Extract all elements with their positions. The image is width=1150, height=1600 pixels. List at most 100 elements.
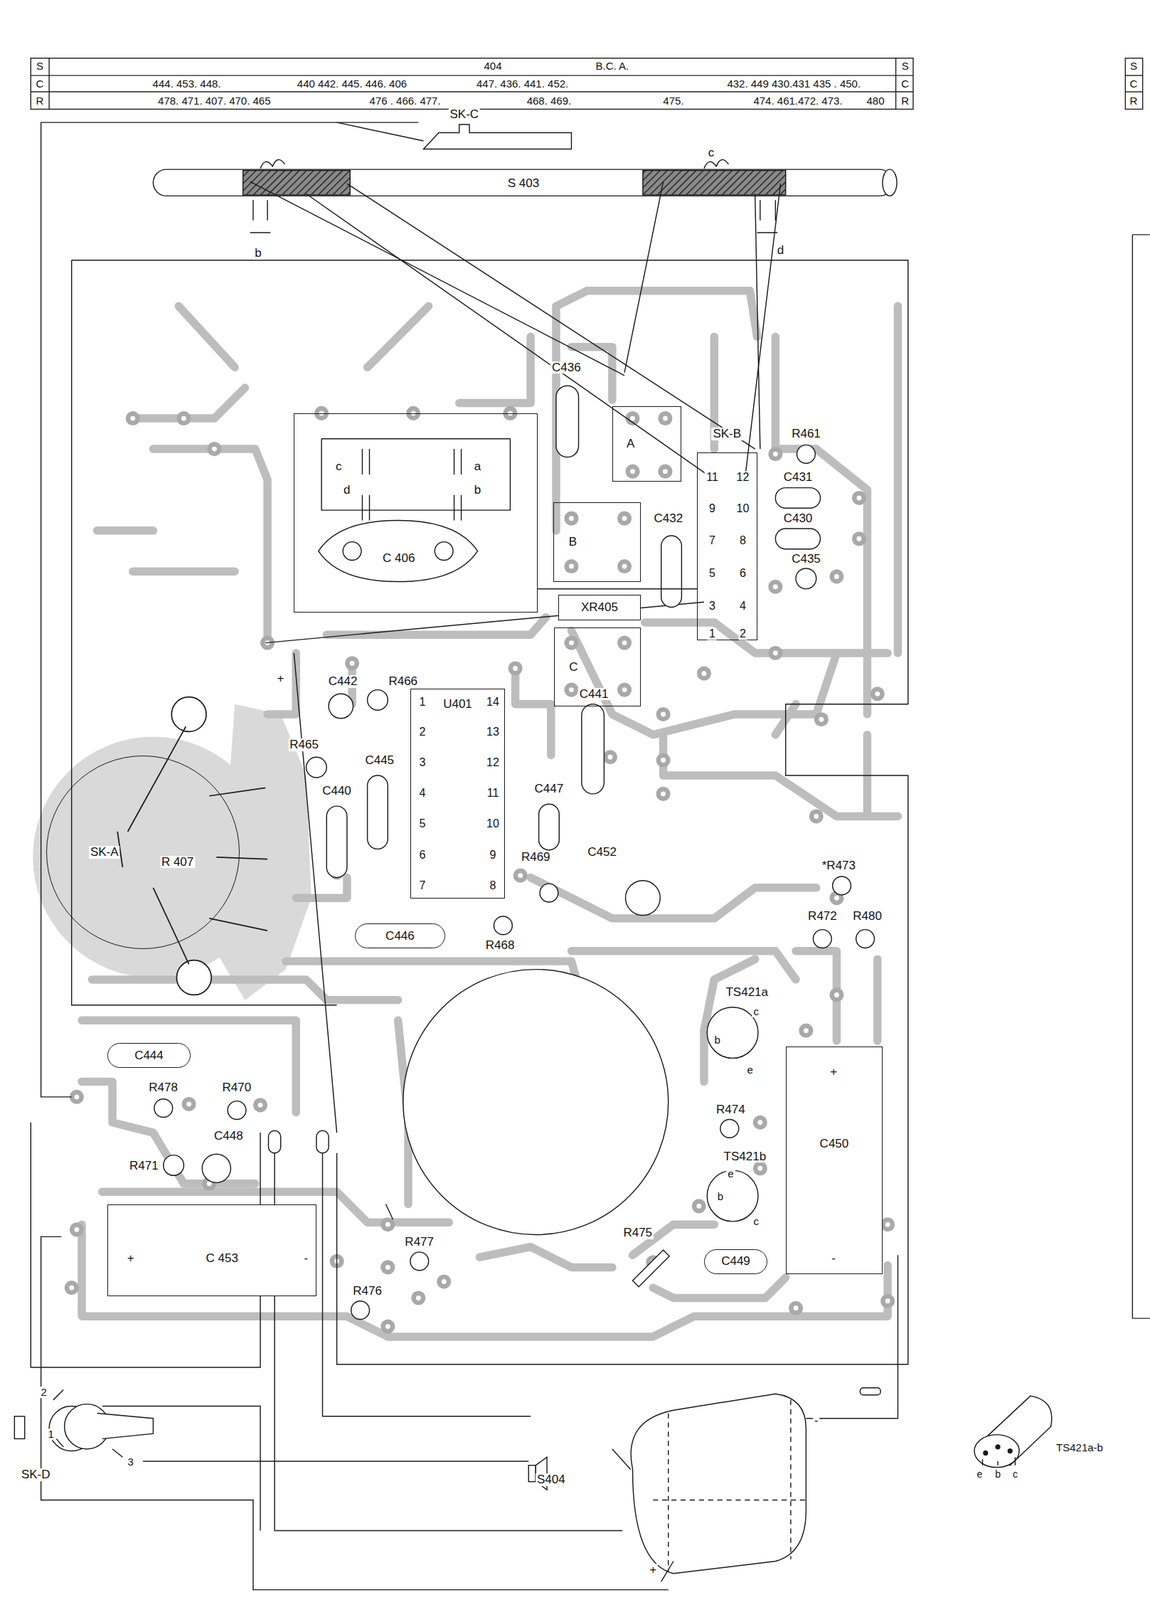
- solder-pad: [656, 786, 671, 801]
- solder-pad: [657, 464, 673, 479]
- table-cell: R: [34, 95, 46, 107]
- coil-box: A: [612, 406, 683, 482]
- copper-trace: [663, 736, 899, 817]
- solder-pad: [617, 635, 632, 651]
- capacitor-oval: C446: [354, 923, 445, 948]
- component-symbol: [154, 1098, 173, 1118]
- callout-label: 5: [707, 567, 717, 580]
- board-outline: [293, 652, 337, 1133]
- component-symbol: [351, 1300, 370, 1320]
- solder-pad: [657, 411, 673, 426]
- solder-pad: [798, 1023, 813, 1038]
- callout-label: TS421a: [723, 985, 770, 999]
- table-cell: S: [1128, 60, 1139, 72]
- copper-trace: [556, 290, 758, 531]
- copper-trace: [775, 336, 867, 715]
- callout-label: R468: [484, 938, 517, 952]
- transistor-outline: [982, 1456, 1016, 1465]
- callout-label: TS421a-b: [1054, 1441, 1105, 1453]
- solder-pad: [617, 511, 632, 526]
- header-table: [30, 74, 914, 76]
- solder-pad: [696, 666, 712, 681]
- tuning-capacitor: [342, 541, 362, 561]
- solder-pad: [411, 1290, 426, 1305]
- antenna-wire: [347, 183, 756, 449]
- part-label: C446: [384, 929, 417, 943]
- header-table: [1132, 234, 1150, 1318]
- component-symbol: [326, 805, 348, 877]
- board-ground: [32, 704, 312, 1000]
- tuning-capacitor: [318, 519, 478, 582]
- loudspeaker: [528, 1465, 536, 1482]
- solder-pad: [563, 558, 579, 574]
- header-table: [30, 58, 1150, 1318]
- solder-pad: [176, 411, 191, 426]
- switch-sk-a: [152, 887, 189, 965]
- diode-box: XR405: [558, 594, 641, 621]
- battery: [668, 1399, 791, 1572]
- component-symbol: [795, 568, 817, 589]
- callout-label: C442: [327, 675, 360, 689]
- solder-pad: [625, 464, 640, 479]
- component-symbol: [163, 1154, 185, 1176]
- component-symbol: [706, 1007, 759, 1059]
- solder-pad: [380, 1319, 395, 1334]
- component-symbol: [856, 929, 875, 949]
- callout-label: 13: [485, 725, 501, 738]
- copper-trace: [91, 979, 398, 1000]
- callout-label: R480: [851, 910, 884, 924]
- callout-label: R470: [221, 1081, 254, 1095]
- table-cell: 468. 469.: [525, 95, 574, 107]
- solder-pad: [617, 558, 632, 574]
- component-symbol: [539, 803, 560, 850]
- callout-label: 3: [125, 1455, 135, 1468]
- callout-label: 12: [735, 471, 752, 484]
- part-label: C444: [132, 1049, 165, 1062]
- callout-label: b: [712, 1034, 722, 1046]
- component-symbol: [367, 775, 389, 849]
- switch-sk-a: [171, 696, 207, 732]
- table-cell: S: [34, 60, 45, 72]
- table-cell: S: [900, 60, 911, 72]
- callout-label: +: [125, 1251, 136, 1265]
- callout-label: R461: [790, 427, 823, 441]
- solder-pad: [513, 868, 528, 883]
- copper-trace: [652, 1277, 786, 1298]
- board-outline: [71, 260, 909, 1365]
- callout-label: 1: [46, 1428, 56, 1440]
- ferrite-antenna: [882, 169, 897, 196]
- speaker-cutout: [403, 969, 669, 1235]
- solder-pad: [656, 706, 671, 722]
- solder-pad: [753, 1115, 768, 1130]
- ferrite-antenna: [250, 199, 779, 233]
- header-table: [1125, 91, 1143, 92]
- header-table: [30, 58, 914, 110]
- callout-label: 2: [418, 725, 428, 738]
- callout-label: -: [812, 1413, 821, 1427]
- callout-label: R477: [403, 1235, 436, 1249]
- solder-pad: [344, 655, 360, 670]
- callout-label: S 403: [506, 177, 541, 190]
- switch-sk-a: [128, 726, 187, 832]
- switch-sk-a: [209, 787, 268, 931]
- callout-label: 2: [738, 627, 748, 641]
- switch-sk-a: [117, 696, 268, 995]
- copper-trace: [479, 1246, 612, 1268]
- ferrite-antenna: [260, 159, 729, 168]
- capacitor-oval: C444: [107, 1042, 192, 1067]
- component-symbol: [410, 1251, 429, 1271]
- component-symbol: [306, 756, 328, 778]
- wire: [274, 1152, 623, 1531]
- part-label: SK-B: [711, 427, 743, 441]
- component-symbol: [775, 487, 821, 509]
- capacitor-box: C 406: [293, 413, 538, 613]
- solder-pad: [617, 682, 632, 697]
- table-cell: C: [34, 78, 46, 90]
- table-cell: 478. 471. 407. 470. 465: [156, 95, 272, 107]
- solder-pad: [508, 660, 523, 675]
- callout-label: 9: [707, 502, 717, 515]
- solder-pad: [691, 1198, 707, 1213]
- callout-label: c: [751, 1216, 761, 1228]
